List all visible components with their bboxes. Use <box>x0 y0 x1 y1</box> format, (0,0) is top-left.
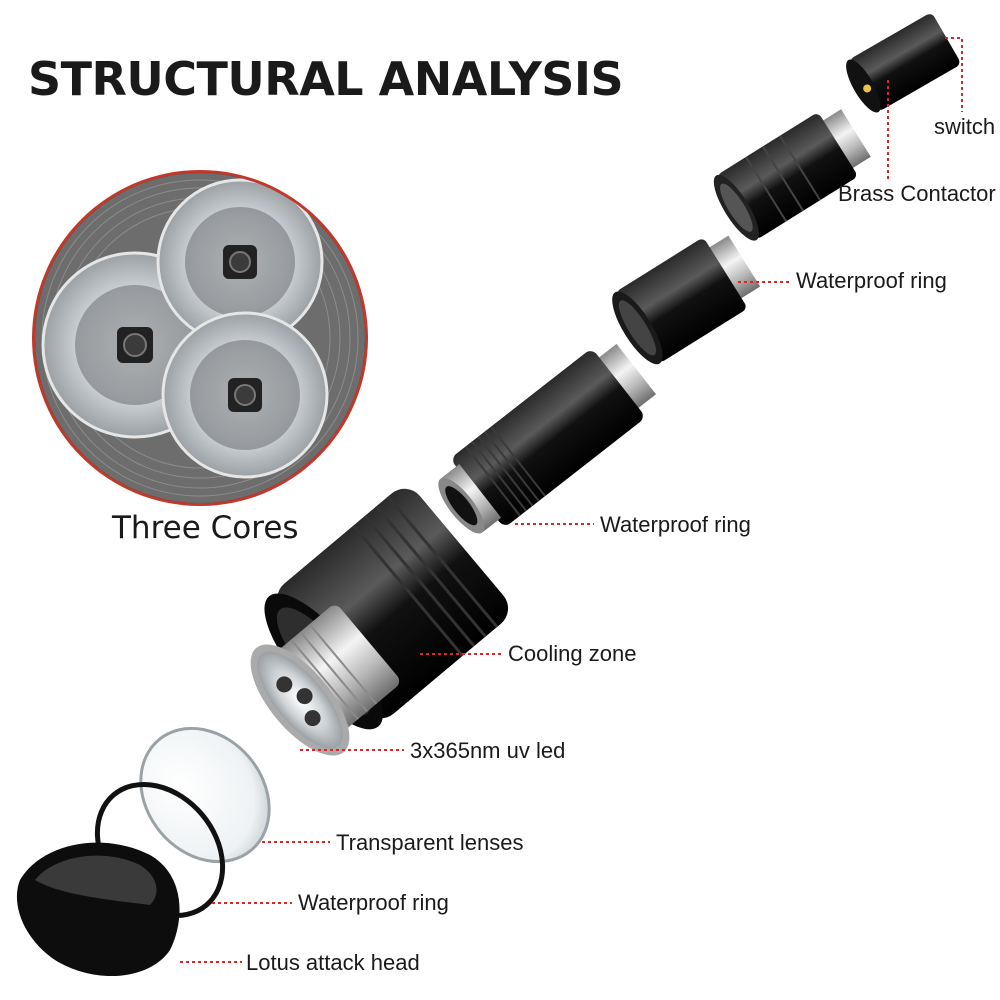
callout-attack-head: Lotus attack head <box>246 950 420 975</box>
callout-waterproof-ring-tail: Waterproof ring <box>796 268 947 293</box>
callout-lenses: Transparent lenses <box>336 830 524 855</box>
callout-switch: switch <box>934 114 996 139</box>
reflector-cup-bottom <box>161 311 329 479</box>
reflector-cup-top <box>156 178 324 346</box>
callout-waterproof-ring-body: Waterproof ring <box>600 512 751 537</box>
transparent-lens <box>139 726 271 864</box>
three-cores-inset <box>32 170 368 506</box>
extension-tube <box>612 235 761 365</box>
leader-switch <box>945 37 963 112</box>
page-title: STRUCTURAL ANALYSIS <box>28 52 624 106</box>
callout-led: 3x365nm uv led <box>410 738 566 763</box>
callout-cooling-zone: Cooling zone <box>508 641 637 666</box>
callout-waterproof-ring-head: Waterproof ring <box>298 890 449 915</box>
switch-cap <box>846 14 960 113</box>
body-tube <box>438 343 656 534</box>
lotus-attack-head <box>16 842 180 977</box>
led-module <box>250 605 400 756</box>
callout-brass-contactor: Brass Contactor <box>838 181 996 206</box>
tail-tube <box>713 109 871 241</box>
inset-caption: Three Cores <box>112 510 299 546</box>
leader-lines <box>180 37 963 963</box>
